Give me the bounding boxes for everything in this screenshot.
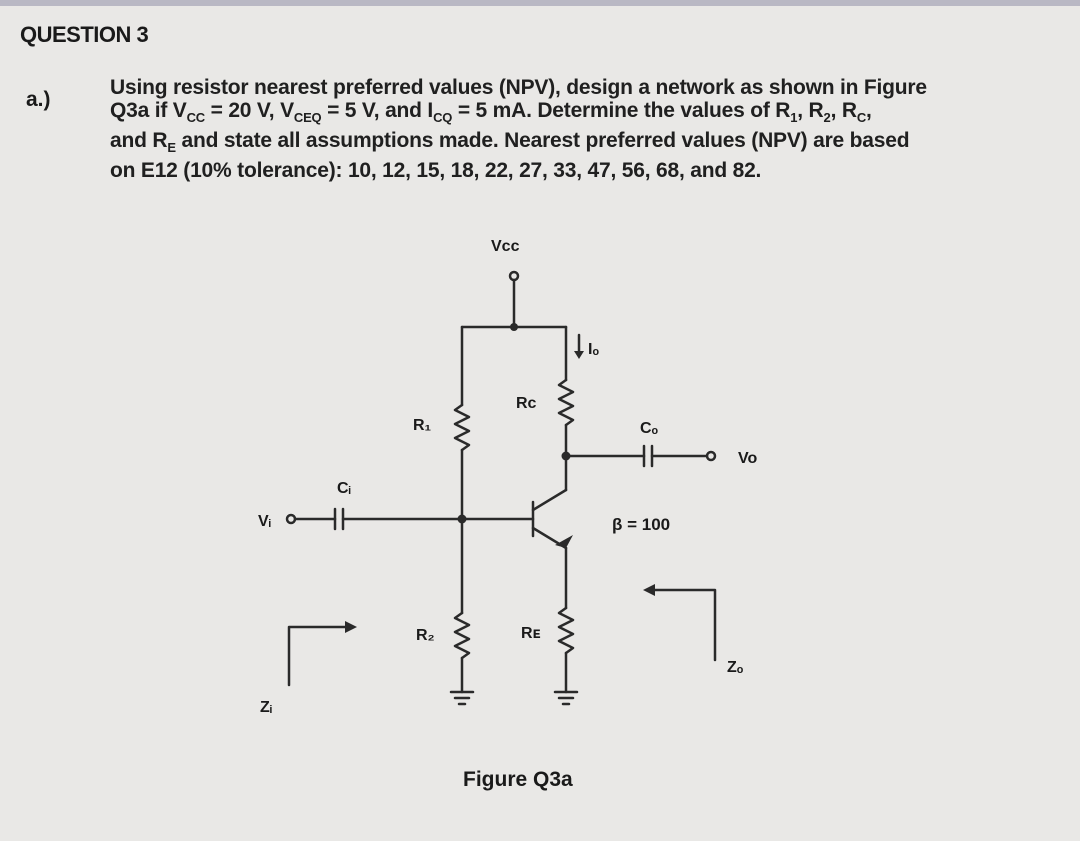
q2-text-c: = 20 V, V	[205, 99, 294, 122]
co-label: Cₒ	[640, 420, 659, 437]
question-line-3: and RE and state all assumptions made. N…	[110, 129, 1030, 159]
q2-text-b: if V	[149, 99, 187, 122]
r1-subscript: 1	[790, 110, 798, 126]
r2-subscript: 2	[823, 110, 831, 126]
collector-junction-dot	[561, 451, 571, 461]
zi-label: Zᵢ	[260, 699, 272, 716]
figure-caption: Figure Q3a	[463, 768, 573, 791]
zi-arrowhead	[345, 621, 357, 633]
vcc-label: Vcc	[491, 238, 520, 255]
vceq-subscript: CEQ	[293, 110, 322, 126]
rc-subscript: C	[856, 110, 867, 126]
vcc-subscript: CC	[186, 110, 206, 126]
q3-text-a: and R	[110, 129, 168, 153]
zi-bracket	[287, 625, 347, 687]
q2-text-d: = 5 V, and I	[321, 99, 434, 122]
base-junction-dot	[457, 514, 467, 524]
q2-text-h: ,	[866, 99, 872, 122]
question-line-1: Using resistor nearest preferred values …	[110, 76, 1030, 99]
emitter-arrow	[555, 535, 573, 548]
re-subscript: E	[167, 140, 176, 156]
question-line-1-text: Using resistor nearest preferred values …	[110, 76, 864, 99]
figure-ref-word: Figure	[863, 76, 927, 99]
q2-text-g: , R	[830, 99, 857, 122]
zo-bracket	[653, 588, 717, 662]
zo-arrowhead	[643, 584, 655, 596]
q3-text-b: and state all assumptions made. Nearest …	[175, 129, 910, 153]
r2-resistor	[453, 611, 471, 660]
icq-subscript: CQ	[433, 110, 453, 126]
vcc-junction-dot	[510, 323, 518, 331]
vo-label: Vo	[738, 450, 757, 467]
part-label: a.)	[26, 88, 51, 111]
ci-label: Cᵢ	[337, 480, 351, 497]
question-line-4: on E12 (10% tolerance): 10, 12, 15, 18, …	[110, 159, 762, 183]
question-text: Using resistor nearest preferred values …	[110, 76, 1030, 182]
rc-resistor	[557, 378, 575, 427]
r2-label: R₂	[416, 627, 435, 644]
beta-label: β = 100	[612, 515, 670, 534]
rc-label: Rc	[516, 395, 537, 412]
zo-label: Zₒ	[727, 659, 744, 676]
question-heading: QUESTION 3	[20, 22, 149, 47]
io-arrowhead	[574, 351, 584, 359]
question-line-2: Q3a if VCC = 20 V, VCEQ = 5 V, and ICQ =…	[110, 99, 1030, 129]
re-label: Rᴇ	[521, 625, 541, 642]
r1-label: R₁	[413, 417, 432, 434]
r1-resistor	[453, 403, 471, 452]
figure-ref-id: Q3a	[110, 99, 150, 122]
vi-label: Vᵢ	[258, 513, 271, 530]
io-label: Iₒ	[588, 341, 599, 358]
vo-terminal	[705, 450, 717, 462]
q2-text-f: , R	[797, 99, 824, 122]
q2-text-e: = 5 mA. Determine the values of R	[452, 99, 791, 122]
bjt-collector-leg	[531, 488, 568, 512]
re-resistor	[557, 606, 575, 655]
top-edge-bar	[0, 0, 1080, 6]
